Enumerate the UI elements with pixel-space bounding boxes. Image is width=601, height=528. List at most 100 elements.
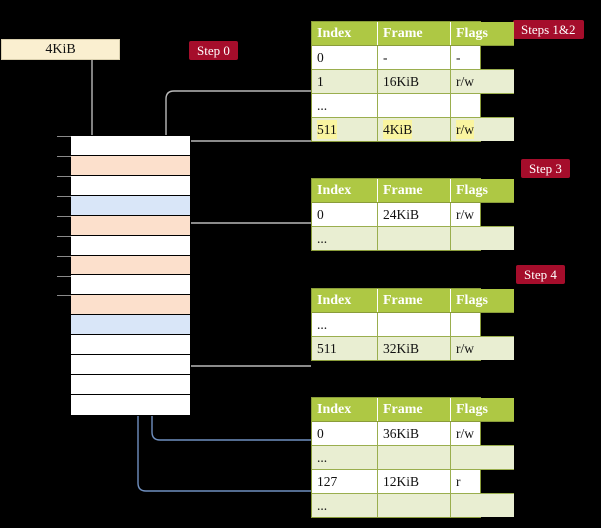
cell-value: 1 xyxy=(317,74,324,89)
table-cell: 12KiB xyxy=(377,469,451,494)
memory-frame-row xyxy=(71,235,190,256)
cell-value: 511 xyxy=(317,341,337,356)
badge-step-0: Step 0 xyxy=(189,41,238,60)
memory-row-tick xyxy=(57,176,71,177)
table-cell: r/w xyxy=(450,202,514,227)
table-row: ... xyxy=(312,312,514,337)
table-cell: 32KiB xyxy=(377,336,451,360)
column-header-index: Index xyxy=(312,289,378,313)
table-row: 127 12KiB r xyxy=(312,469,514,494)
cell-value: 0 xyxy=(317,50,324,65)
memory-row-tick xyxy=(57,136,71,137)
memory-frame-row xyxy=(71,136,190,156)
column-header-index: Index xyxy=(312,179,378,203)
table-cell: 36KiB xyxy=(377,421,451,446)
table-cell xyxy=(377,93,451,118)
table-cell: r/w xyxy=(450,336,514,360)
cell-value: ... xyxy=(317,498,328,513)
table-cell xyxy=(377,445,451,470)
cell-value: - xyxy=(383,50,388,65)
table-cell: ... xyxy=(312,445,378,470)
table-cell: 0 xyxy=(312,202,378,227)
column-header-flags: Flags xyxy=(450,179,514,203)
cell-value: r/w xyxy=(456,341,474,356)
cell-value: 24KiB xyxy=(383,207,420,222)
column-header-frame: Frame xyxy=(377,398,451,422)
column-header-frame: Frame xyxy=(377,179,451,203)
cell-value: ... xyxy=(317,450,328,465)
cell-value: 511 xyxy=(317,120,337,139)
physical-memory-stack xyxy=(57,135,191,416)
memory-frame-row xyxy=(71,255,190,276)
cell-value: r/w xyxy=(456,426,474,441)
table-cell: r/w xyxy=(450,69,514,94)
table-cell: - xyxy=(450,45,514,70)
memory-frame-row xyxy=(71,295,190,316)
memory-frame-row xyxy=(71,275,190,296)
table-cell: r/w xyxy=(450,117,514,141)
badge-step-4: Step 4 xyxy=(516,265,565,284)
cell-value: 32KiB xyxy=(383,341,420,356)
table-cell: 24KiB xyxy=(377,202,451,227)
table-cell xyxy=(377,312,451,337)
table-row: ... xyxy=(312,445,514,470)
cell-value: r/w xyxy=(456,120,474,139)
column-header-index: Index xyxy=(312,398,378,422)
cell-value: 0 xyxy=(317,426,324,441)
column-header-frame: Frame xyxy=(377,289,451,313)
table-cell: r/w xyxy=(450,421,514,446)
memory-row-tick xyxy=(57,256,71,257)
table-row: 0 24KiB r/w xyxy=(312,202,514,227)
table-row: 1 16KiB r/w xyxy=(312,69,514,94)
table-cell xyxy=(450,226,514,250)
table-row: 511 32KiB r/w xyxy=(312,336,514,360)
memory-frame-row xyxy=(71,375,190,395)
table-row: ... xyxy=(312,93,514,118)
table-cell xyxy=(377,226,451,250)
cell-value: ... xyxy=(317,317,328,332)
table-cell: 0 xyxy=(312,421,378,446)
table-cell xyxy=(450,93,514,118)
column-header-flags: Flags xyxy=(450,289,514,313)
cell-value: 12KiB xyxy=(383,474,420,489)
memory-frame-row xyxy=(71,315,190,336)
table-cell: ... xyxy=(312,226,378,250)
table-cell: 127 xyxy=(312,469,378,494)
memory-row-tick xyxy=(57,216,71,217)
table-cell: 16KiB xyxy=(377,69,451,94)
memory-frame-row xyxy=(71,335,190,356)
memory-frame-row xyxy=(71,195,190,216)
memory-row-tick xyxy=(57,276,71,277)
memory-frame-row xyxy=(71,155,190,176)
table-row: 0 36KiB r/w xyxy=(312,421,514,446)
memory-frame-row xyxy=(71,355,190,376)
cell-value: ... xyxy=(317,98,328,113)
table-row: ... xyxy=(312,226,514,250)
memory-frame-row xyxy=(71,394,190,415)
cell-value: 0 xyxy=(317,207,324,222)
table-cell: ... xyxy=(312,312,378,337)
memory-row-tick xyxy=(57,236,71,237)
cell-value: r/w xyxy=(456,74,474,89)
table-row: ... xyxy=(312,493,514,517)
table-cell: r xyxy=(450,469,514,494)
memory-row-tick xyxy=(57,196,71,197)
table-cell: 4KiB xyxy=(377,117,451,141)
virtual-address-box: 4KiB xyxy=(1,39,120,60)
cell-value: 16KiB xyxy=(383,74,420,89)
table-cell xyxy=(377,493,451,517)
memory-frame-row xyxy=(71,175,190,196)
memory-row-tick xyxy=(57,156,71,157)
table-cell xyxy=(450,493,514,517)
badge-steps-1-and-2: Steps 1&2 xyxy=(513,20,584,39)
column-header-flags: Flags xyxy=(450,22,514,46)
